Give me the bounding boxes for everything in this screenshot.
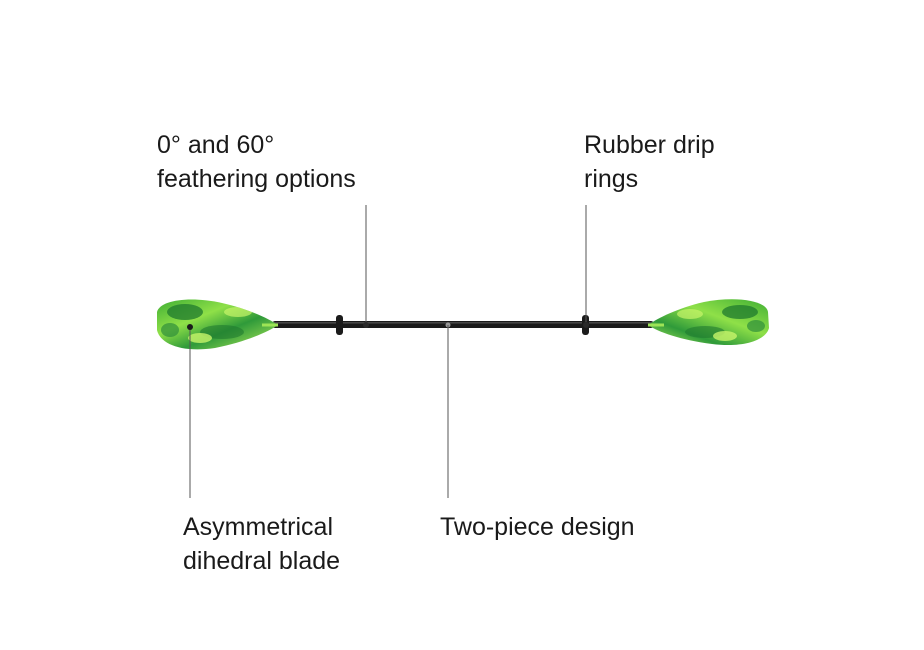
leader-line-feathering	[363, 205, 369, 328]
callout-feathering-options: 0° and 60° feathering options	[157, 128, 356, 196]
callout-two-piece-design: Two-piece design	[440, 510, 635, 544]
callout-two-piece-line1: Two-piece design	[440, 513, 635, 541]
callout-blade-line1: Asymmetrical	[183, 513, 334, 541]
callout-feathering-line2: feathering options	[157, 165, 356, 193]
leader-line-drip-rings	[583, 205, 589, 328]
paddle-shaft	[272, 321, 654, 328]
callout-drip-line1: Rubber drip	[584, 131, 715, 159]
left-blade	[157, 299, 278, 350]
callout-blade-line2: dihedral blade	[183, 547, 341, 575]
right-blade	[648, 299, 769, 346]
leader-line-blade	[187, 324, 193, 498]
callout-drip-line2: rings	[584, 165, 639, 193]
callout-drip-rings: Rubber drip rings	[584, 128, 715, 196]
left-drip-ring	[336, 315, 343, 335]
callout-asymmetrical-blade: Asymmetrical dihedral blade	[183, 510, 340, 578]
callout-feathering-line1: 0° and 60°	[157, 131, 275, 159]
